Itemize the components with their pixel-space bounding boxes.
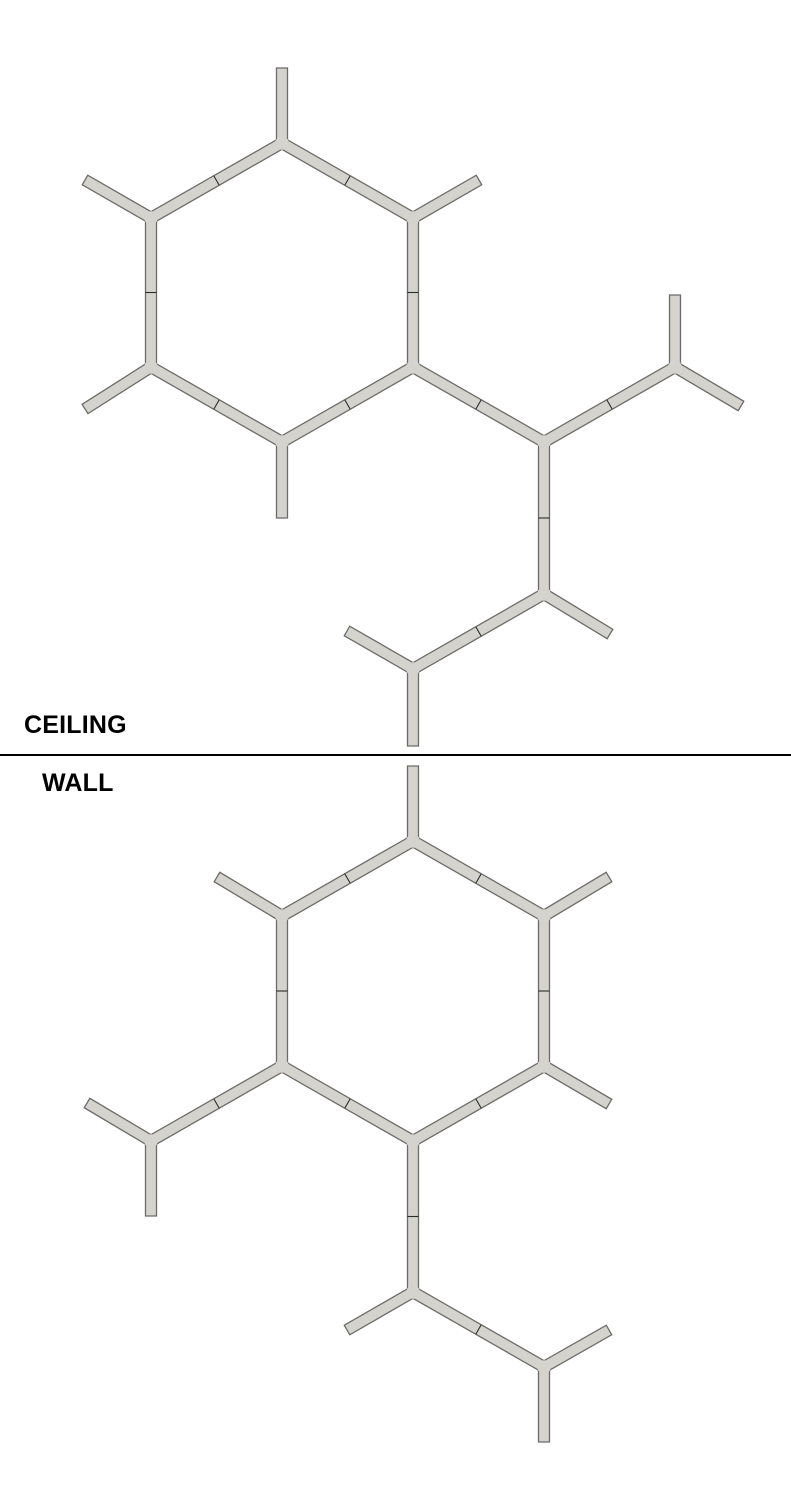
ceiling-connector-G bbox=[537, 435, 551, 449]
wall-label: WALL bbox=[42, 769, 114, 797]
ceiling-stub-5 bbox=[668, 294, 682, 368]
ceiling-connector-J bbox=[406, 662, 420, 676]
ceiling-joint-9 bbox=[475, 626, 482, 637]
ceiling-stub-6 bbox=[671, 361, 745, 412]
wall-stub-6 bbox=[343, 1286, 417, 1336]
ceiling-joint-8 bbox=[606, 399, 613, 410]
ceiling-stub-8 bbox=[343, 625, 417, 675]
wall-joint-8 bbox=[475, 1324, 482, 1335]
wall-stub-0 bbox=[406, 765, 420, 842]
ceiling-connector-C bbox=[406, 360, 420, 374]
ceiling-hex-group bbox=[81, 67, 745, 747]
wall-joint-0 bbox=[475, 873, 482, 884]
ceiling-wall-divider bbox=[0, 754, 791, 756]
wall-hex-group bbox=[83, 765, 613, 1443]
wall-stub-8 bbox=[537, 1366, 551, 1443]
ceiling-joint-3 bbox=[213, 399, 220, 410]
wall-connector-B bbox=[537, 909, 551, 923]
ceiling-stub-7 bbox=[540, 588, 614, 640]
wall-connector-G bbox=[144, 1134, 158, 1148]
ceiling-stub-0 bbox=[275, 67, 289, 144]
wall-connector-I bbox=[537, 1360, 551, 1374]
ceiling-stub-2 bbox=[81, 174, 155, 224]
ceiling-connector-D bbox=[275, 435, 289, 449]
wall-stub-5 bbox=[144, 1140, 158, 1217]
wall-connector-D bbox=[406, 1134, 420, 1148]
ceiling-stub-4 bbox=[275, 441, 289, 519]
ceiling-connector-I bbox=[668, 360, 682, 374]
ceiling-connector-E bbox=[144, 360, 158, 374]
wall-connector-C bbox=[537, 1059, 551, 1073]
ceiling-connector-A bbox=[275, 136, 289, 150]
wall-joint-2 bbox=[475, 1098, 482, 1109]
wall-stub-7 bbox=[540, 1324, 613, 1373]
wall-stub-1 bbox=[540, 871, 613, 922]
ceiling-joint-2 bbox=[344, 399, 351, 410]
wall-connector-H bbox=[406, 1285, 420, 1299]
wall-joint-5 bbox=[344, 873, 351, 884]
wall-stub-2 bbox=[213, 871, 286, 922]
wall-connector-A bbox=[406, 834, 420, 848]
ceiling-stub-1 bbox=[409, 174, 483, 224]
ceiling-stub-9 bbox=[406, 668, 420, 747]
ceiling-connector-F bbox=[144, 211, 158, 225]
ceiling-label: CEILING bbox=[24, 711, 127, 739]
ceiling-connector-H bbox=[537, 587, 551, 601]
ceiling-joint-0 bbox=[344, 175, 351, 186]
ceiling-connector-B bbox=[406, 211, 420, 225]
ceiling-joint-5 bbox=[213, 175, 220, 186]
wall-connector-F bbox=[275, 909, 289, 923]
wall-connector-E bbox=[275, 1059, 289, 1073]
ceiling-stub-3 bbox=[81, 361, 155, 415]
wall-stub-3 bbox=[540, 1060, 613, 1110]
ceiling-joint-6 bbox=[475, 399, 482, 410]
wall-stub-4 bbox=[83, 1097, 155, 1147]
wall-joint-6 bbox=[213, 1098, 220, 1109]
wall-joint-3 bbox=[344, 1098, 351, 1109]
